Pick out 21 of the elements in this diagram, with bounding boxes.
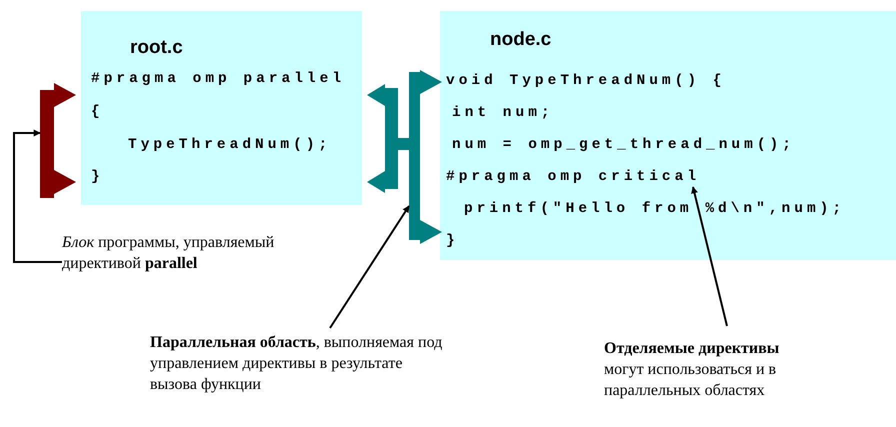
code-line: #pragma omp critical	[446, 169, 700, 185]
code-line: #pragma omp parallel	[91, 71, 346, 87]
annotation-text: Отделяемые директивы могут использоваться и в параллельных областях	[604, 338, 819, 401]
code-line: }	[446, 233, 459, 249]
code-line: {	[91, 104, 104, 120]
code-line: num = omp_get_thread_num();	[452, 137, 795, 153]
code-line: int num;	[452, 105, 554, 121]
file-name: node.c	[490, 29, 552, 51]
code-line: void TypeThreadNum() {	[446, 73, 726, 89]
leader-arrow	[13, 130, 62, 263]
code-panel	[81, 11, 362, 205]
bracket-shape	[40, 80, 77, 200]
code-line: printf("Hello from %d\n",num);	[464, 201, 846, 217]
annotation-text: Параллельная область, выполняемая под управлением директивы в результате вызова функции	[150, 332, 450, 395]
code-panel	[440, 11, 896, 260]
leader-arrow	[691, 186, 728, 326]
code-line: }	[91, 169, 104, 185]
leader-arrow	[329, 205, 410, 329]
code-line: TypeThreadNum();	[128, 137, 332, 153]
annotation-text: Блок программы, управляемый директивой parallel	[62, 232, 352, 274]
file-name: root.c	[130, 37, 183, 59]
